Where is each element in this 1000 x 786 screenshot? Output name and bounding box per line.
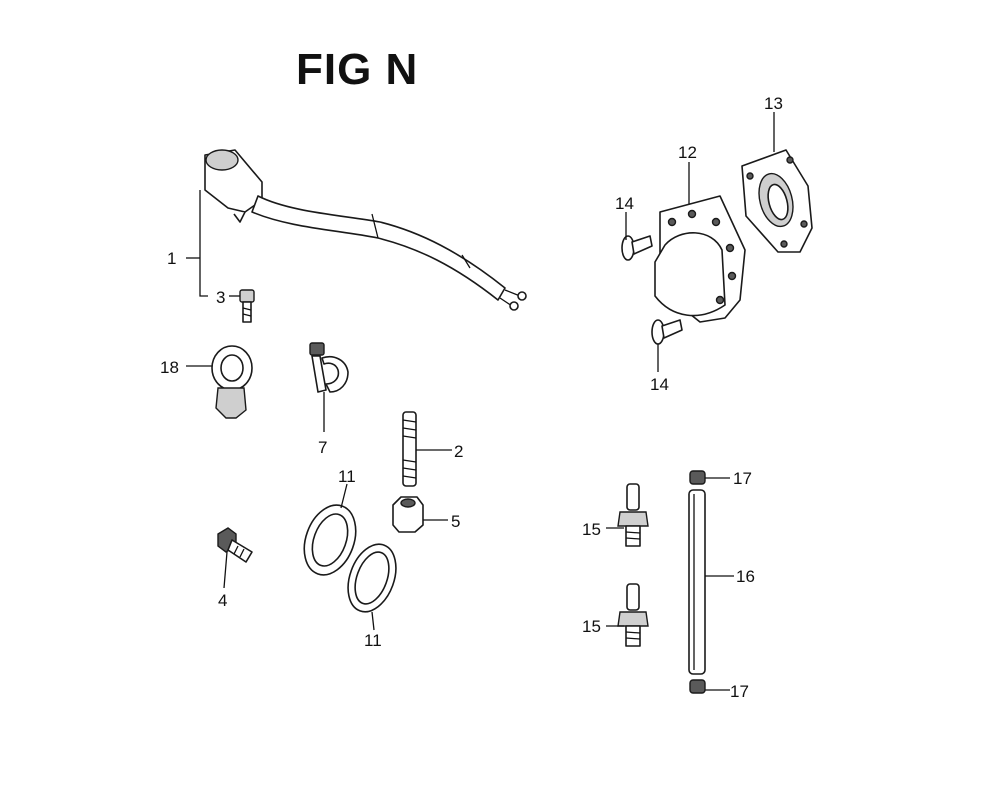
leader-lines xyxy=(186,112,775,691)
part-11-gasket-upper xyxy=(303,504,357,576)
callout-17-lower: 17 xyxy=(730,682,749,701)
part-3-bolt xyxy=(239,289,255,323)
part-4-bolt xyxy=(217,527,253,563)
callout-12: 12 xyxy=(678,143,697,162)
callout-17-upper: 17 xyxy=(733,469,752,488)
callout-11-lower: 11 xyxy=(364,631,382,650)
callout-2: 2 xyxy=(454,442,463,461)
callout-7: 7 xyxy=(318,438,327,457)
callout-14-upper: 14 xyxy=(615,194,634,213)
part-16-tube xyxy=(688,489,706,675)
callout-14-lower: 14 xyxy=(650,375,669,394)
callout-4: 4 xyxy=(218,591,227,610)
callout-3: 3 xyxy=(216,288,225,307)
callout-13: 13 xyxy=(764,94,783,113)
part-7-clamp-screw xyxy=(309,342,349,393)
callout-18: 18 xyxy=(160,358,179,377)
part-5-nut xyxy=(392,496,424,533)
callout-15-upper: 15 xyxy=(582,520,601,539)
part-17-clip-upper xyxy=(689,470,706,485)
part-12-cover xyxy=(654,195,746,323)
part-13-flange xyxy=(741,149,813,253)
callout-15-lower: 15 xyxy=(582,617,601,636)
callout-11-upper: 11 xyxy=(338,467,356,486)
part-18-hose-clamp xyxy=(211,345,253,419)
callout-1: 1 xyxy=(167,249,176,268)
callout-5: 5 xyxy=(451,512,460,531)
part-15-fitting-upper xyxy=(617,483,649,547)
part-14-screw-lower xyxy=(651,319,683,345)
callout-16: 16 xyxy=(736,567,755,586)
part-14-screw-upper xyxy=(621,235,653,261)
part-15-fitting-lower xyxy=(617,583,649,647)
part-2-stud xyxy=(402,411,417,487)
part-17-clip-lower xyxy=(689,679,706,694)
part-1-cable-assembly xyxy=(204,149,527,311)
figure-title: FIG N xyxy=(296,45,419,94)
part-11-gasket-lower xyxy=(347,543,397,613)
